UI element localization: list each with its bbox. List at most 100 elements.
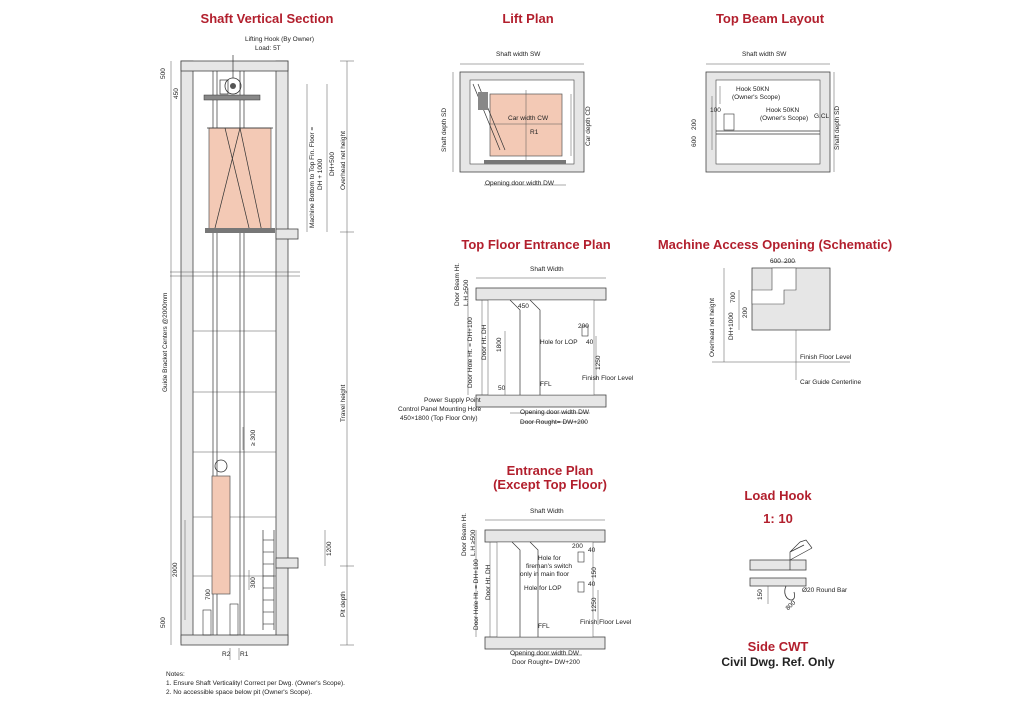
- dim-600-label: 600: [691, 136, 698, 147]
- ma-dim-700: 700: [730, 292, 737, 303]
- tf-power-supply: Power Supply Point: [424, 397, 481, 404]
- dim-100-label: 100: [710, 107, 721, 114]
- pit-depth-label: Pit depth: [340, 591, 347, 617]
- dim-500-top: 500: [160, 68, 167, 79]
- hook-2-scope: (Owner's Scope): [760, 115, 809, 122]
- lifting-hook-label: Lifting Hook (By Owner): [245, 36, 314, 43]
- top-beam-shaft-width: Shaft width SW: [742, 51, 787, 58]
- top-floor-entrance-drawing: [467, 277, 607, 423]
- shaft-vertical-section-drawing: [170, 55, 354, 660]
- machine-bottom-label: Machine Bottom to Top Fin. Floor =: [309, 126, 316, 228]
- notes-block: Notes: 1. Ensure Shaft Verticality! Corr…: [166, 670, 345, 697]
- tf-control-size: 450×1800 (Top Floor Only): [400, 415, 478, 422]
- r1-label: R1: [240, 651, 249, 658]
- ma-car-guide: Car Guide Centerline: [800, 379, 862, 386]
- load-hook-scale: 1: 10: [763, 511, 793, 526]
- lift-plan-shaft-depth: Shaft depth SD: [441, 107, 448, 152]
- ep-lh: L.H.≥500: [470, 529, 477, 556]
- tf-dim-1250: 1250: [595, 355, 602, 370]
- tf-dim-1800: 1800: [496, 337, 503, 352]
- hook-dim-150: 150: [757, 589, 764, 600]
- hook-1-scope: (Owner's Scope): [732, 94, 781, 101]
- lift-plan-car-depth: Car depth CD: [585, 106, 592, 146]
- ep-hole-fire-3: only in main floor: [520, 571, 570, 578]
- tf-door-hole: Door Hole Ht. = DH+100: [467, 317, 474, 388]
- load-label: Load: 5T: [255, 45, 281, 52]
- dim-500-bottom: 500: [160, 617, 167, 628]
- tf-door-rough: Door Rought= DW+200: [520, 419, 588, 426]
- dim-1200-label: 1200: [326, 541, 333, 556]
- lift-plan-r1: R1: [530, 129, 539, 136]
- tf-dim-40: 40: [586, 339, 594, 346]
- overhead-label: Overhead net height: [340, 131, 347, 190]
- ep-door-beam: Door Beam Ht.: [461, 513, 468, 556]
- lift-plan-opening: Opening door width DW: [485, 180, 555, 187]
- machine-access-title: Machine Access Opening (Schematic): [657, 237, 893, 252]
- ep-hole-fire-1: Hole for: [538, 555, 561, 562]
- tf-finish-floor: Finish Floor Level: [582, 375, 634, 382]
- note-1: 1. Ensure Shaft Verticality! Correct per…: [166, 680, 345, 687]
- dim-300-label: ≥ 300: [250, 429, 257, 446]
- guide-bracket-label: Guide Bracket Centers @2000mm: [162, 292, 169, 392]
- ep-opening: Opening door width DW: [510, 650, 580, 657]
- entrance-plan-drawing: [475, 519, 606, 656]
- travel-height-label: Travel height: [340, 384, 347, 422]
- ep-finish-floor: Finish Floor Level: [580, 619, 632, 626]
- ep-door-rough: Door Rought= DW+200: [512, 659, 580, 666]
- load-hook-title: Load Hook: [744, 488, 812, 503]
- ep-dim-200: 200: [572, 543, 583, 550]
- tf-dim-50: 50: [498, 385, 506, 392]
- ep-dim-1250: 1250: [591, 597, 598, 612]
- dh-1000-label: DH + 1000: [317, 158, 324, 190]
- hook-2-label: Hook 50KN: [766, 107, 800, 114]
- load-hook-drawing: [749, 539, 813, 604]
- dim-300b-label: 300: [250, 577, 257, 588]
- lift-plan-title: Lift Plan: [502, 11, 554, 26]
- ma-finish-floor: Finish Floor Level: [800, 354, 852, 361]
- ma-dim-200b: 200: [742, 307, 749, 318]
- top-beam-layout-drawing: [705, 63, 835, 173]
- tf-opening: Opening door width DW: [520, 409, 590, 416]
- top-beam-shaft-depth: Shaft depth SD: [834, 105, 841, 150]
- notes-heading: Notes:: [166, 671, 185, 678]
- shaft-vertical-section-title: Shaft Vertical Section: [200, 11, 334, 26]
- tf-ffl: FFL: [540, 381, 552, 388]
- civil-ref-note: Civil Dwg. Ref. Only: [721, 655, 835, 669]
- ma-overhead: Overhead net height: [709, 298, 716, 357]
- tf-door-ht: Door Ht. DH: [481, 324, 488, 360]
- ep-dim-40a: 40: [588, 547, 596, 554]
- ep-ffl: FFL: [538, 623, 550, 630]
- ep-hole-lop: Hole for LOP: [524, 585, 562, 592]
- lift-plan-car-width: Car width CW: [508, 115, 549, 122]
- ma-dh-1000: DH+1000: [728, 312, 735, 340]
- tf-dim-450: 450: [518, 303, 529, 310]
- dim-2000-label: 2000: [172, 562, 179, 577]
- top-beam-layout-title: Top Beam Layout: [715, 11, 825, 26]
- ep-dim-40b: 40: [588, 581, 596, 588]
- tf-door-beam: Door Beam Ht.: [454, 263, 461, 306]
- ma-dim-200a: 200: [784, 258, 795, 265]
- entrance-plan-title: Entrance Plan: [506, 463, 594, 478]
- dim-200-label: 200: [691, 119, 698, 130]
- note-2: 2. No accessible space below pit (Owner'…: [166, 689, 313, 696]
- entrance-plan-subtitle: (Except Top Floor): [493, 477, 607, 492]
- lift-plan-drawing: [452, 63, 585, 186]
- ep-hole-fire-2: fireman's switch: [526, 563, 573, 570]
- ep-shaft-width: Shaft Width: [530, 508, 564, 515]
- tf-lh: L.H.≥500: [463, 279, 470, 306]
- dh-500-label: DH+500: [329, 151, 336, 176]
- tf-hole-lop: Hole for LOP: [540, 339, 578, 346]
- hook-1-label: Hook 50KN: [736, 86, 770, 93]
- dim-700-label: 700: [205, 589, 212, 600]
- side-cwt-title: Side CWT: [747, 639, 809, 654]
- ma-dim-600: 600: [770, 258, 781, 265]
- lift-plan-shaft-width: Shaft width SW: [496, 51, 541, 58]
- dim-450: 450: [173, 88, 180, 99]
- tf-dim-200: 200: [578, 323, 589, 330]
- ep-door-hole: Door Hole Ht. = DH+100: [473, 559, 480, 630]
- g-cl-label: G.CL: [814, 113, 830, 120]
- r2-label: R2: [222, 651, 231, 658]
- ep-door-ht: Door Ht. DH: [485, 564, 492, 600]
- top-floor-entrance-title: Top Floor Entrance Plan: [461, 237, 611, 252]
